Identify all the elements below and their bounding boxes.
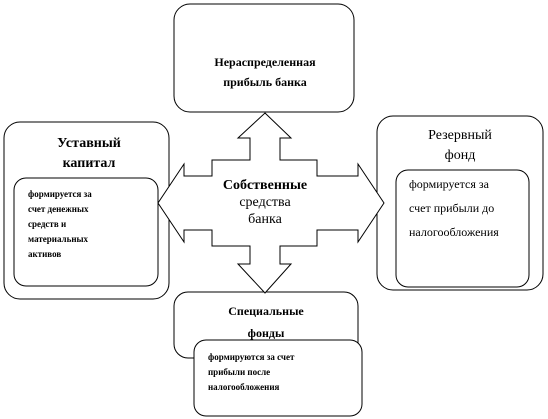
center-line-3: банка (248, 212, 282, 227)
four-way-arrow (157, 112, 385, 294)
bottom-inner-box (193, 339, 363, 417)
bottom-title-2: фонды (247, 326, 285, 340)
right-inner-box (395, 169, 530, 288)
left-desc-4: материальных (28, 234, 89, 244)
right-desc-1: формируется за (409, 177, 489, 191)
right-box-title: Резервный фонд (390, 126, 530, 166)
left-box-desc: формируется за счет денежных средств и м… (28, 187, 154, 262)
left-inner-box (13, 177, 159, 287)
bottom-box-desc: формируются за счет прибыли после налого… (208, 350, 358, 395)
center-line-2: средства (239, 195, 291, 210)
top-box-label: Нераспределенная прибыль банка (180, 52, 350, 92)
bottom-desc-2: прибыли после (208, 367, 271, 377)
top-box (173, 3, 355, 113)
left-desc-3: средств и (28, 219, 67, 229)
top-line-2: прибыль банка (223, 75, 307, 89)
left-desc-1: формируется за (28, 189, 92, 199)
right-title-1: Резервный (428, 128, 492, 143)
right-box-desc: формируется за счет прибыли до налогообл… (409, 172, 529, 244)
left-box-title: Уставный капитал (14, 134, 164, 174)
left-title-2: капитал (62, 156, 116, 171)
right-desc-3: налогообложения (409, 225, 499, 239)
bottom-box-title: Специальные фонды (180, 300, 352, 344)
top-line-1: Нераспределенная (214, 55, 316, 69)
right-title-2: фонд (444, 148, 476, 163)
center-title: Собственные средства банка (200, 177, 330, 228)
left-title-1: Уставный (57, 136, 121, 151)
right-desc-2: счет прибыли до (409, 201, 495, 215)
bottom-title-1: Специальные (228, 304, 304, 318)
left-desc-5: активов (28, 249, 62, 259)
left-desc-2: счет денежных (28, 204, 89, 214)
bottom-desc-3: налогообложения (208, 382, 280, 392)
center-line-1: Собственные (222, 178, 308, 193)
bottom-desc-1: формируются за счет (208, 352, 295, 362)
